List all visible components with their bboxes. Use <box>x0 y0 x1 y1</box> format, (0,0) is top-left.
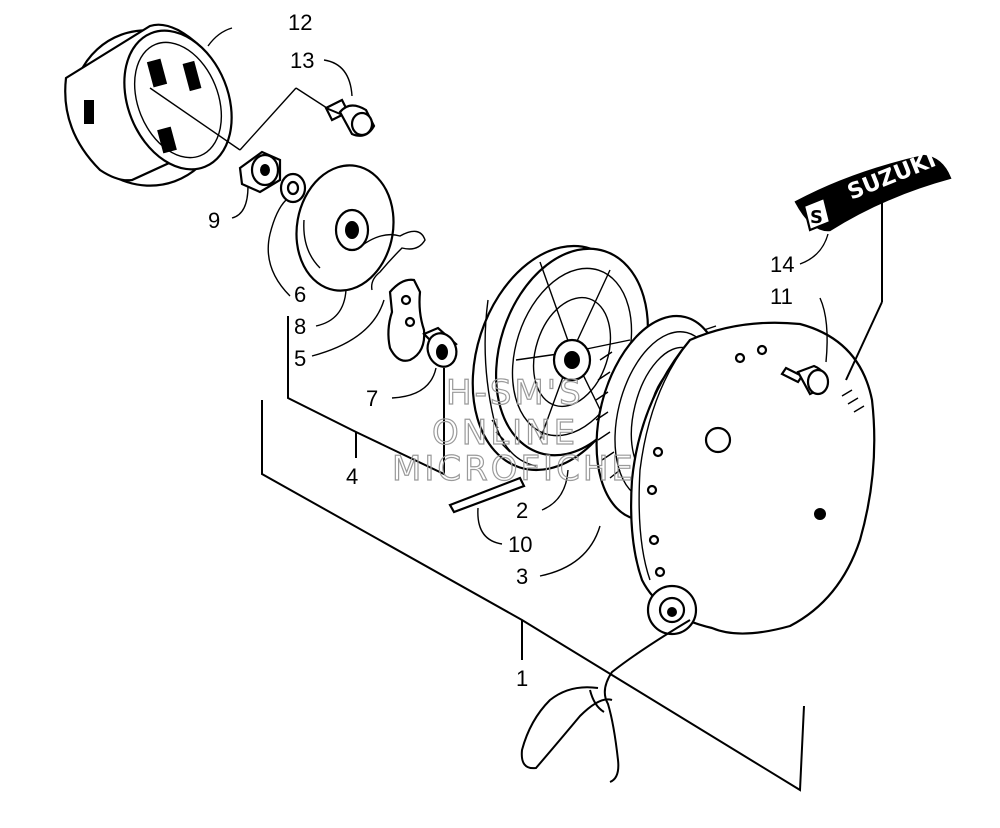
callout-1: 1 <box>516 666 528 691</box>
callout-13: 13 <box>290 48 314 73</box>
part-1-housing <box>520 321 876 783</box>
watermark-line-3: MICROFICHE <box>392 449 636 489</box>
watermark: H-SM'S ONLINE MICROFICHE <box>391 372 636 489</box>
callout-3: 3 <box>516 564 528 589</box>
watermark-line-2: ONLINE <box>432 413 578 453</box>
callout-5: 5 <box>294 346 306 371</box>
decal-logo-letter: S <box>810 207 823 228</box>
part-7-bushing <box>422 326 458 368</box>
callout-labels: 12 13 9 6 8 5 7 4 2 10 3 1 14 11 <box>208 10 794 691</box>
callout-12: 12 <box>288 10 312 35</box>
callout-8: 8 <box>294 314 306 339</box>
callout-2: 2 <box>516 498 528 523</box>
part-12-starter-cup <box>64 23 241 187</box>
callout-10: 10 <box>508 532 532 557</box>
part-11-screw <box>780 364 830 396</box>
callout-9: 9 <box>208 208 220 233</box>
part-13-bolt <box>324 98 376 137</box>
callout-4: 4 <box>346 464 358 489</box>
part-10-rope <box>448 476 526 514</box>
part-8-friction-plate <box>295 164 426 292</box>
part-9-nut <box>238 150 282 194</box>
part-14-decal: POWERED BY SUZUKI S <box>794 142 952 232</box>
part-5-ratchet-pawl <box>387 278 426 362</box>
callout-7: 7 <box>366 386 378 411</box>
leader-lines <box>207 27 883 792</box>
callout-6: 6 <box>294 282 306 307</box>
callout-11: 11 <box>770 284 793 309</box>
watermark-line-1: H-SM'S <box>446 373 584 413</box>
part-6-washer <box>279 172 307 204</box>
callout-14: 14 <box>770 252 794 277</box>
